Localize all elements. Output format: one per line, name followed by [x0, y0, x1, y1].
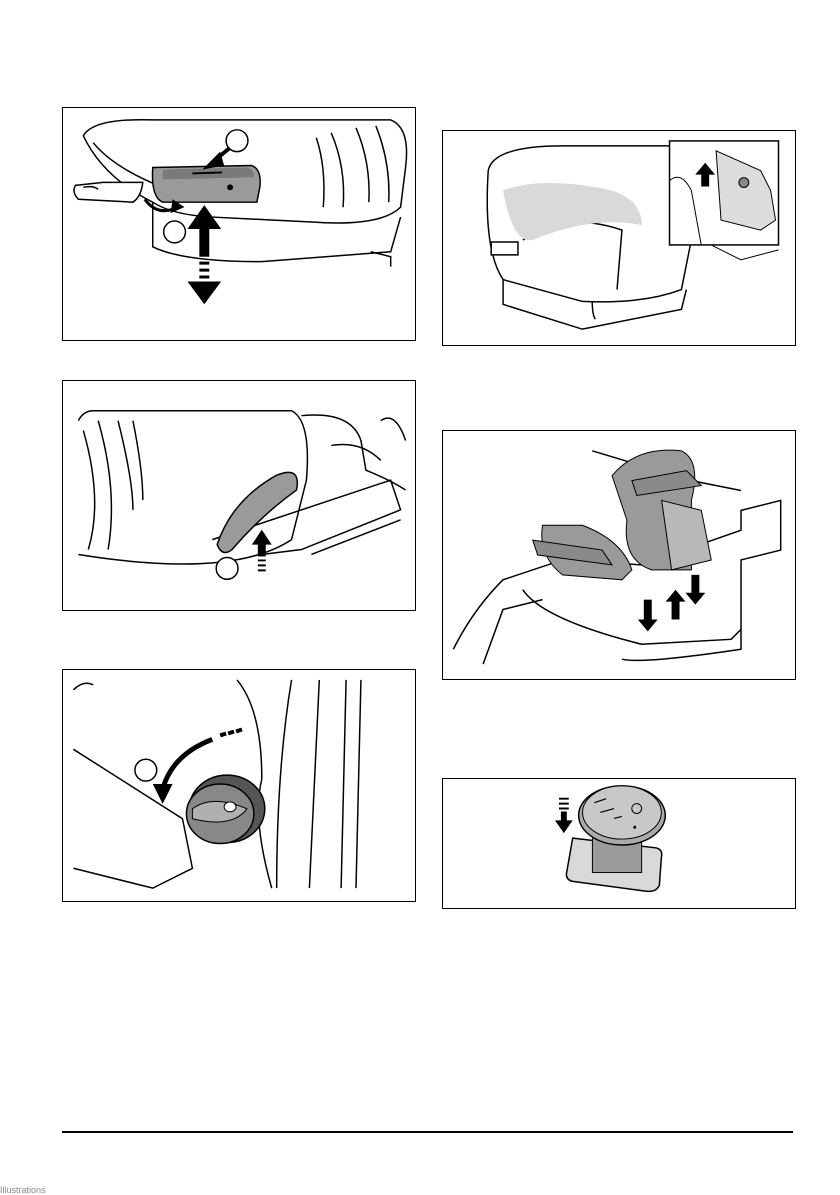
drive-knob-illustration	[443, 779, 795, 908]
figure-seat-switch-inset	[442, 130, 796, 346]
seat-body	[533, 450, 712, 580]
arrow-bolt-up	[666, 590, 686, 620]
arrow-bolt-down-right	[685, 575, 705, 605]
footer-rule	[62, 1131, 793, 1133]
callout-1	[135, 759, 157, 781]
weight-knob	[186, 775, 264, 843]
figure-drive-knob	[442, 778, 796, 909]
arrow-push-down	[555, 798, 573, 833]
callout-2	[164, 221, 186, 243]
figure-seat-mounting-bolts	[442, 430, 796, 680]
arrow-move-fore-aft	[187, 205, 221, 304]
seat-switch-illustration	[443, 131, 795, 345]
callout-1	[216, 557, 238, 579]
arrow-bolt-down-left	[638, 600, 658, 632]
figure-seat-adjust-lever	[62, 107, 416, 341]
backrest-lever-illustration	[63, 381, 415, 610]
figure-backrest-lever	[62, 380, 416, 611]
seat-adjust-lever-illustration	[63, 108, 415, 340]
footer-fragment: Illustrations	[0, 1185, 46, 1195]
knob-cap	[579, 786, 666, 845]
figure-weight-knob	[62, 669, 416, 902]
callout-1	[226, 130, 248, 152]
weight-knob-illustration	[63, 670, 415, 901]
seat-mounting-illustration	[443, 431, 795, 679]
inset-panel	[670, 141, 779, 260]
